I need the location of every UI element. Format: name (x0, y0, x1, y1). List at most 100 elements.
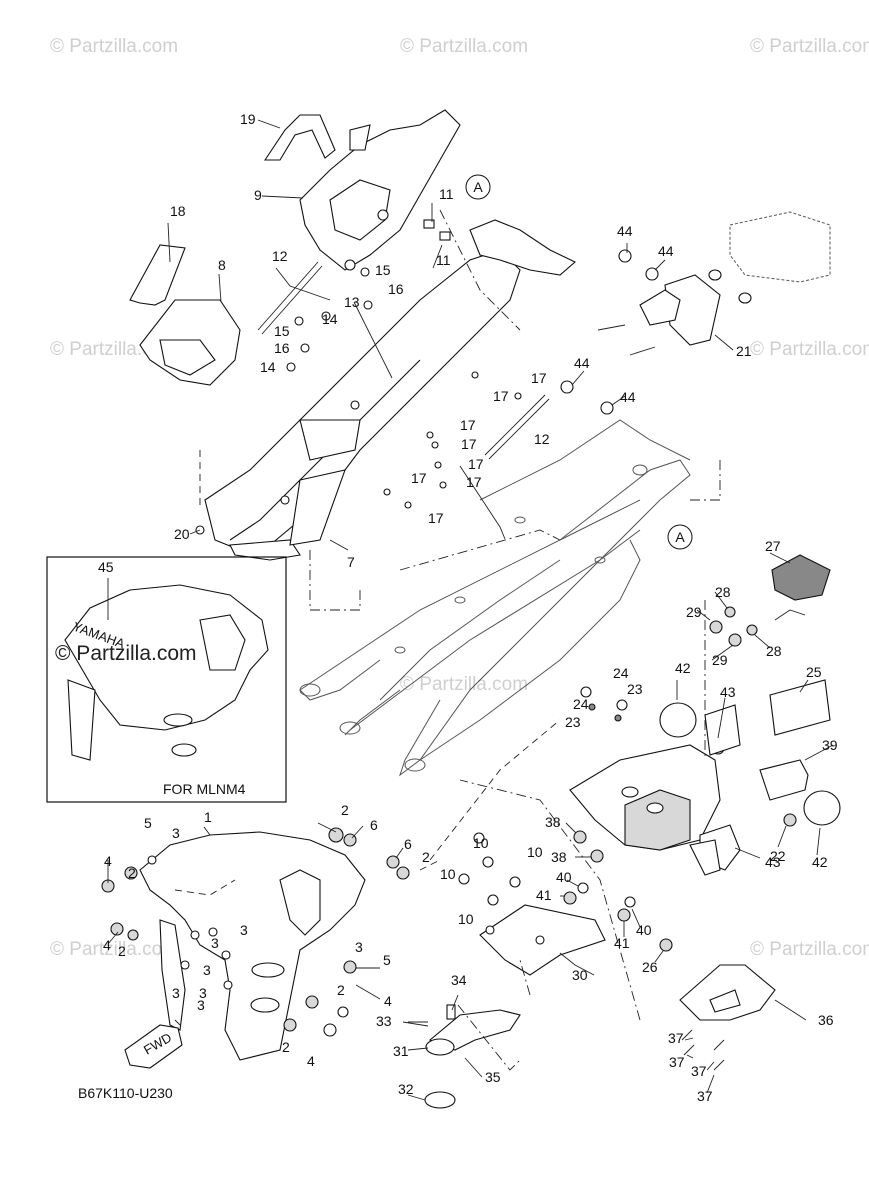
callout-17: 17 (493, 388, 509, 404)
bracket-30 (479, 904, 606, 976)
callout-12: 12 (534, 431, 550, 447)
collar-10 (487, 894, 499, 906)
callout-35: 35 (485, 1069, 501, 1085)
callout-3: 3 (197, 997, 205, 1013)
inset-box: YAMAHA © Partzilla.com FOR MLNM4 (46, 556, 287, 803)
callout-4: 4 (103, 937, 111, 953)
callout-3: 3 (172, 985, 180, 1001)
callout-40: 40 (556, 869, 572, 885)
callout-28: 28 (715, 584, 731, 600)
assembly-lines (174, 209, 721, 1071)
nut-29 (728, 633, 742, 647)
callout-2: 2 (118, 943, 126, 959)
inset-watermark: © Partzilla.com (55, 642, 197, 665)
callout-31: 31 (393, 1043, 409, 1059)
callout-2: 2 (282, 1039, 290, 1055)
callout-17: 17 (468, 456, 484, 472)
washer-40 (624, 896, 636, 908)
rod-12-lower (484, 394, 546, 456)
callout-17: 17 (466, 474, 482, 490)
callout-15: 15 (274, 323, 290, 339)
fasteners-group (195, 219, 522, 535)
callout-3: 3 (211, 935, 219, 951)
watermark: © Partzilla.com (50, 939, 178, 960)
callout-10: 10 (458, 911, 474, 927)
watermark: © Partzilla.com (50, 36, 178, 57)
callout-44: 44 (620, 389, 636, 405)
callout-32: 32 (398, 1081, 414, 1097)
tail-light-21 (560, 211, 831, 415)
callout-3: 3 (355, 939, 363, 955)
front-fender-1 (139, 831, 366, 1061)
damper-38 (573, 830, 587, 844)
nut-43 (783, 813, 797, 827)
callout-26: 26 (642, 959, 658, 975)
callout-1: 1 (204, 809, 212, 825)
callout-37: 37 (668, 1030, 684, 1046)
callout-2: 2 (337, 982, 345, 998)
callout-33: 33 (376, 1013, 392, 1029)
collar-10 (473, 832, 485, 844)
frame-outline (299, 419, 691, 777)
ref-marker-a: A (465, 174, 491, 200)
grommet-23 (614, 714, 622, 722)
callout-22: 22 (770, 848, 786, 864)
callout-44: 44 (574, 355, 590, 371)
grommet-23 (588, 703, 596, 711)
callout-25: 25 (806, 664, 822, 680)
callout-4: 4 (104, 853, 112, 869)
washer-28 (724, 606, 736, 618)
svg-text:A: A (473, 179, 483, 195)
callout-13: 13 (344, 294, 360, 310)
watermark: © Partzilla.com (750, 339, 869, 360)
washer-40 (577, 882, 589, 894)
callout-43: 43 (720, 684, 736, 700)
callout-42: 42 (812, 854, 828, 870)
callout-38: 38 (551, 849, 567, 865)
callout-17: 17 (460, 417, 476, 433)
callout-21: 21 (736, 343, 752, 359)
callout-6: 6 (404, 836, 412, 852)
leader-lines (107, 119, 834, 1101)
collar-24 (580, 686, 592, 698)
rear-fender-7 (204, 249, 521, 561)
collar-10 (458, 873, 470, 885)
callout-20: 20 (174, 526, 190, 542)
callout-27: 27 (765, 538, 781, 554)
callout-15: 15 (375, 262, 391, 278)
callout-40: 40 (636, 922, 652, 938)
callout-9: 9 (254, 187, 262, 203)
callout-29: 29 (712, 652, 728, 668)
callout-23: 23 (565, 714, 581, 730)
callout-37: 37 (669, 1054, 685, 1070)
callout-19: 19 (240, 111, 256, 127)
fwd-arrow: FWD (124, 1024, 183, 1069)
callout-29: 29 (686, 604, 702, 620)
nut-41 (617, 908, 631, 922)
callout-41: 41 (614, 935, 630, 951)
callout-43: 43 (765, 854, 781, 870)
bracket-18 (129, 244, 186, 306)
callout-7: 7 (347, 554, 355, 570)
callout-4: 4 (307, 1053, 315, 1069)
plate-bracket (704, 704, 741, 756)
callout-30: 30 (572, 967, 588, 983)
damper-38 (590, 849, 604, 863)
collar-24 (616, 699, 628, 711)
callout-2: 2 (341, 802, 349, 818)
callout-34: 34 (451, 972, 467, 988)
callout-16: 16 (388, 281, 404, 297)
rod-12-upper (257, 261, 319, 331)
callout-17: 17 (411, 470, 427, 486)
callout-16: 16 (274, 340, 290, 356)
callout-44: 44 (658, 243, 674, 259)
callout-11: 11 (436, 252, 451, 268)
nut-41 (563, 891, 577, 905)
watermark-layer: © Partzilla.com © Partzilla.com © Partzi… (50, 36, 869, 960)
diagram-code: B67K110-U230 (78, 1085, 173, 1101)
callout-14: 14 (322, 311, 338, 327)
callout-5: 5 (383, 952, 391, 968)
callout-38: 38 (545, 814, 561, 830)
callout-10: 10 (440, 866, 456, 882)
